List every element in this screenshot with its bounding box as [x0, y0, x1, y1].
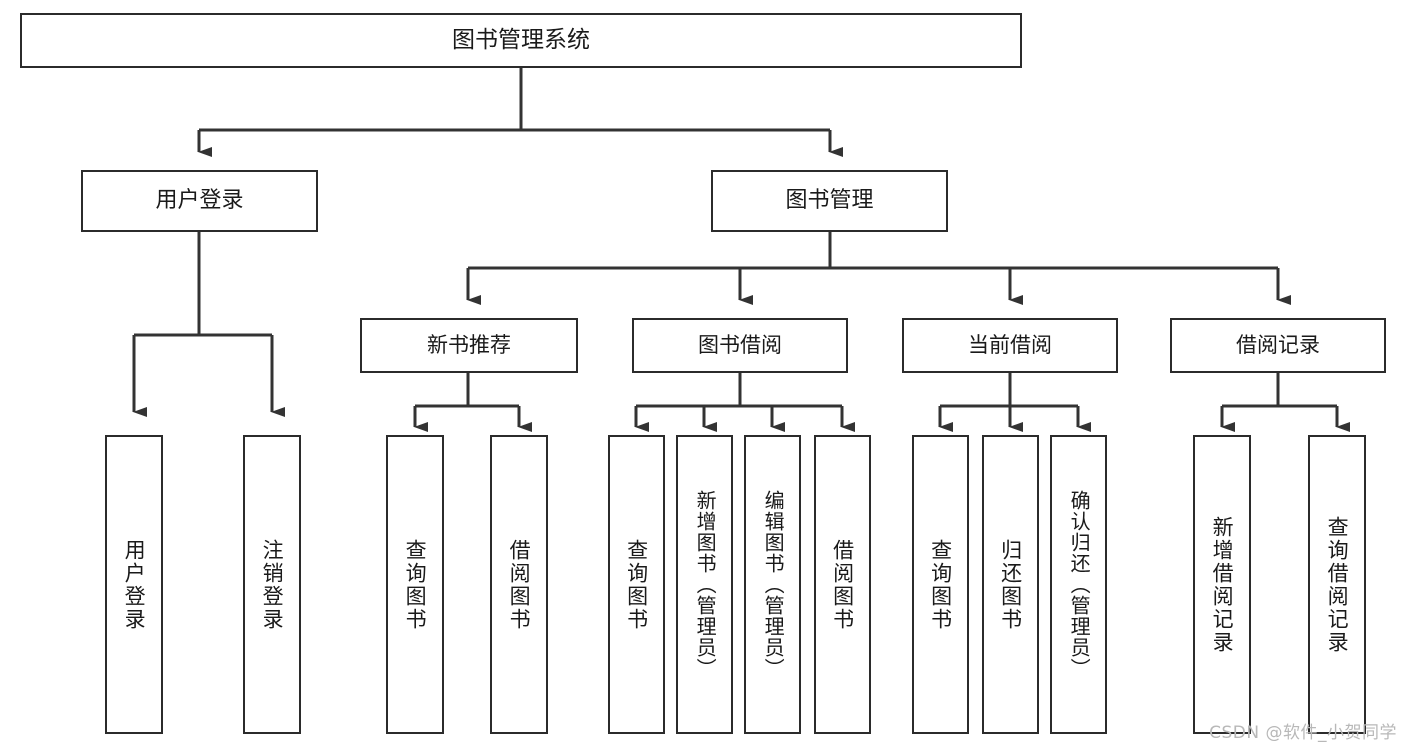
node-label: 查询借阅记录	[1325, 515, 1350, 654]
node-label: 新书推荐	[427, 333, 511, 358]
leaf-edit-book-admin[interactable]: 编辑图书（管理员）	[744, 435, 801, 734]
node-label: 图书管理系统	[452, 26, 590, 53]
node-borrow-record[interactable]: 借阅记录	[1170, 318, 1386, 373]
node-book-borrow[interactable]: 图书借阅	[632, 318, 848, 373]
node-label: 归还图书	[998, 538, 1023, 631]
node-label: 当前借阅	[968, 333, 1052, 358]
node-label: 用户登录	[155, 188, 244, 214]
node-book-management[interactable]: 图书管理	[711, 170, 948, 232]
leaf-add-borrow-record[interactable]: 新增借阅记录	[1193, 435, 1251, 734]
node-label: 新增图书（管理员）	[693, 490, 718, 679]
leaf-confirm-return-admin[interactable]: 确认归还（管理员）	[1050, 435, 1107, 734]
leaf-borrow-book-recommend[interactable]: 借阅图书	[490, 435, 548, 734]
leaf-query-borrow-record[interactable]: 查询借阅记录	[1308, 435, 1366, 734]
node-current-borrow[interactable]: 当前借阅	[902, 318, 1118, 373]
node-new-book-recommend[interactable]: 新书推荐	[360, 318, 578, 373]
leaf-borrow-book[interactable]: 借阅图书	[814, 435, 871, 734]
leaf-add-book-admin[interactable]: 新增图书（管理员）	[676, 435, 733, 734]
node-label: 查询图书	[928, 538, 953, 631]
watermark-text: CSDN @软件_小贺同学	[1209, 723, 1397, 743]
node-label: 查询图书	[624, 538, 649, 631]
node-label: 确认归还（管理员）	[1067, 490, 1092, 679]
node-label: 图书管理	[785, 188, 874, 214]
node-label: 借阅记录	[1236, 333, 1320, 358]
node-label: 查询图书	[403, 538, 428, 631]
node-label: 用户登录	[122, 538, 147, 631]
node-label: 编辑图书（管理员）	[761, 490, 786, 679]
node-label: 图书借阅	[698, 333, 782, 358]
leaf-logout-login[interactable]: 注销登录	[243, 435, 301, 734]
node-label: 借阅图书	[507, 538, 532, 631]
node-label: 注销登录	[260, 538, 285, 631]
leaf-query-book-borrow[interactable]: 查询图书	[608, 435, 665, 734]
leaf-return-book[interactable]: 归还图书	[982, 435, 1039, 734]
node-label: 借阅图书	[830, 538, 855, 631]
node-label: 新增借阅记录	[1210, 515, 1235, 654]
node-user-login[interactable]: 用户登录	[81, 170, 318, 232]
leaf-user-login[interactable]: 用户登录	[105, 435, 163, 734]
leaf-query-book-recommend[interactable]: 查询图书	[386, 435, 444, 734]
node-root-system[interactable]: 图书管理系统	[20, 13, 1022, 68]
leaf-query-book-current[interactable]: 查询图书	[912, 435, 969, 734]
